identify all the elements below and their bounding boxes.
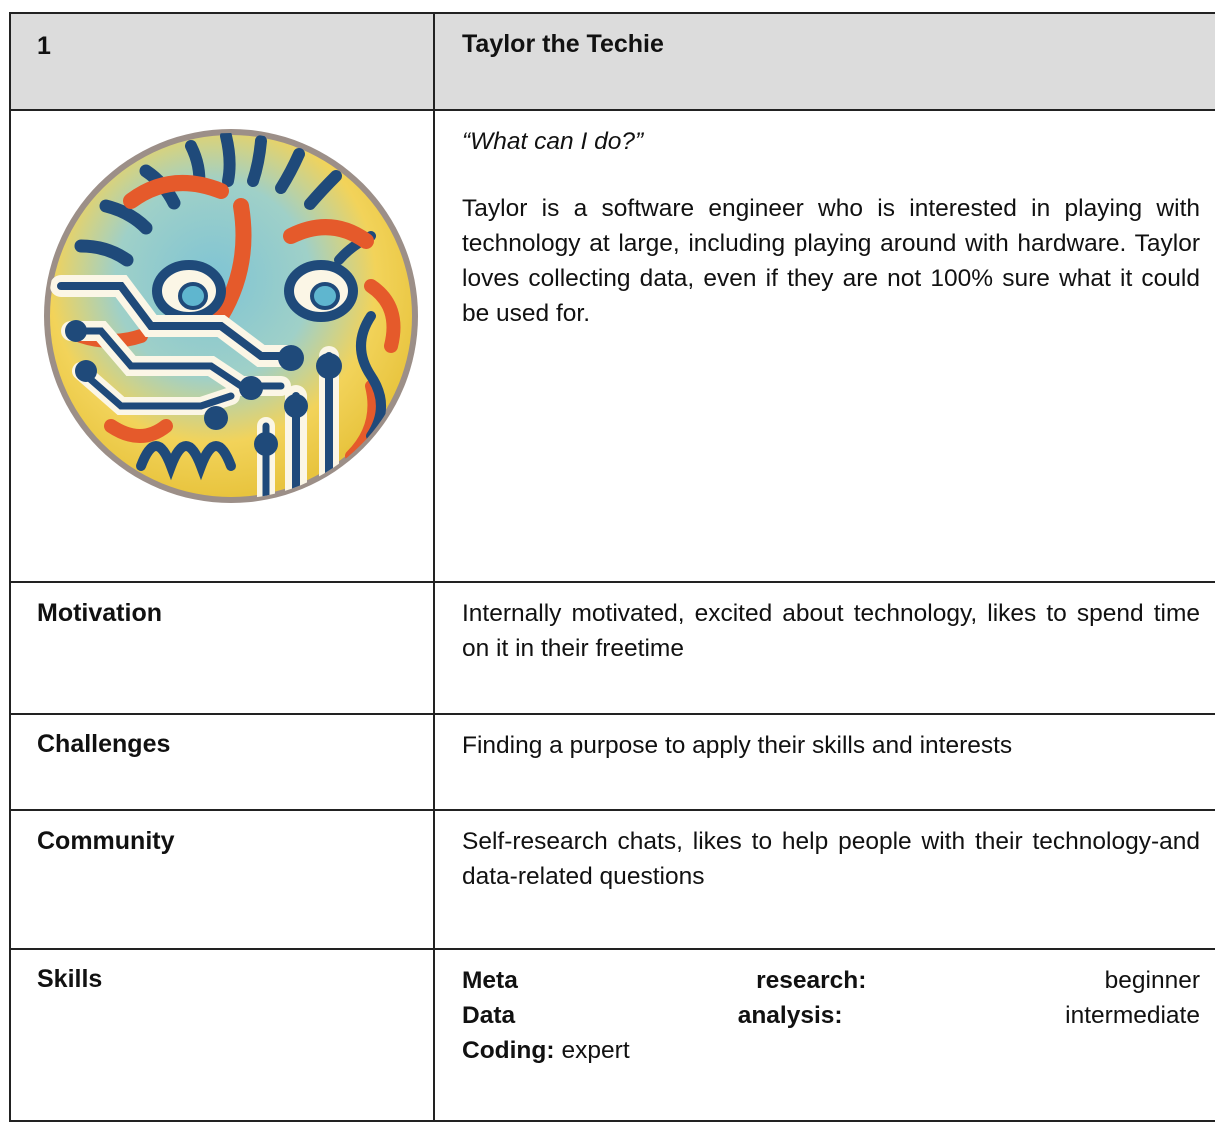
community-text: Self-research chats, likes to help peopl… [462,828,1200,890]
persona-number: 1 [11,14,435,109]
persona-description-cell: “What can I do?” Taylor is a software en… [435,111,1215,581]
skills-label: Skills [11,950,435,1120]
challenges-text: Finding a purpose to apply their skills … [462,732,1013,759]
persona-row: “What can I do?” Taylor is a software en… [9,109,1215,581]
motivation-row: Motivation Internally motivated, excited… [9,581,1215,713]
table-header-row: 1 Taylor the Techie [9,12,1215,109]
skill-item: Meta research: beginner [462,963,1200,998]
persona-quote: “What can I do?” [462,128,644,155]
skill-item: Data analysis: intermediate [462,998,1200,1033]
skill-word-1: Data [462,1002,516,1029]
community-label: Community [11,811,435,948]
persona-description: Taylor is a software engineer who is int… [462,195,1200,327]
persona-name: Taylor the Techie [462,30,664,58]
challenges-label: Challenges [11,715,435,809]
motivation-text: Internally motivated, excited about tech… [462,600,1200,662]
skill-level: beginner [1104,967,1200,994]
skills-list: Meta research: beginner Data analysis: i… [435,950,1215,1120]
skill-word-2: research: [756,967,867,994]
community-row: Community Self-research chats, likes to … [9,809,1215,948]
skill-level: expert [561,1037,630,1064]
skill-item: Coding: expert [462,1033,1200,1068]
sun-face-circuit-icon [44,129,418,503]
skill-word-1: Meta [462,967,518,994]
skill-level: intermediate [1065,1002,1200,1029]
skill-word-2: analysis: [737,1002,843,1029]
avatar-cell [11,111,435,581]
skill-word-1: Coding: [462,1037,555,1064]
challenges-row: Challenges Finding a purpose to apply th… [9,713,1215,809]
skills-row: Skills Meta research: beginner Data anal… [9,948,1215,1122]
motivation-label: Motivation [11,583,435,713]
persona-table: 1 Taylor the Techie [9,12,1215,1122]
